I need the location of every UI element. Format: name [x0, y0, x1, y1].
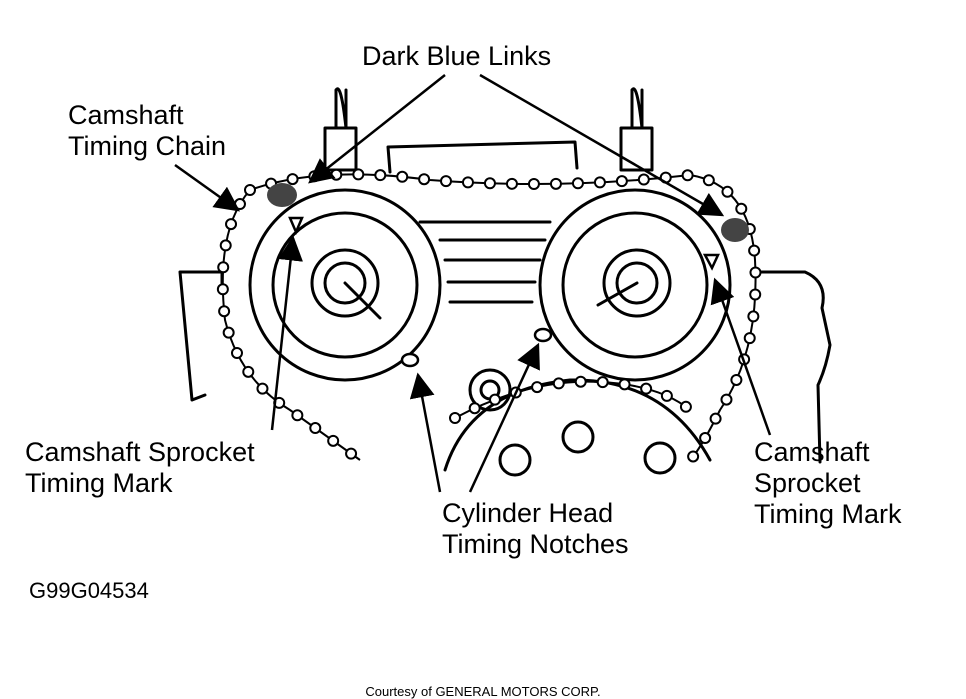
chain-link	[218, 305, 231, 318]
chain-link	[593, 176, 606, 189]
chain-link	[720, 393, 733, 406]
chain-link	[596, 376, 609, 389]
label-line: Camshaft	[68, 100, 184, 130]
label-line: Sprocket	[754, 468, 861, 498]
label-head-notches: Cylinder Head Timing Notches	[442, 498, 629, 560]
label-timing-chain: Camshaft Timing Chain	[68, 100, 226, 162]
chain-link	[681, 169, 694, 182]
chain-link	[440, 175, 453, 188]
chain-link	[505, 177, 518, 190]
chain-link	[225, 218, 238, 231]
chain-link	[352, 168, 365, 181]
chain-link	[552, 377, 565, 390]
chain-link	[217, 261, 230, 274]
chain-link	[327, 434, 340, 447]
chain-link	[222, 326, 235, 339]
label-line: Timing Chain	[68, 131, 227, 161]
chain-link	[660, 389, 673, 402]
chain-link	[699, 432, 712, 445]
chain-links	[216, 168, 762, 463]
label-line: Timing Notches	[442, 529, 629, 559]
label-line: Camshaft	[754, 437, 870, 467]
chain-link	[749, 288, 762, 301]
chain-link	[488, 393, 501, 406]
head-casting	[386, 140, 579, 174]
chain-link	[687, 450, 700, 463]
lower-chain-links	[449, 375, 692, 424]
idler-sprocket	[443, 368, 712, 477]
chain-link	[527, 177, 540, 190]
chain-link	[735, 202, 748, 215]
chain-link	[309, 422, 322, 435]
chain-link	[345, 447, 358, 460]
chain-link	[571, 177, 584, 190]
chain-link	[615, 175, 628, 188]
chain-link	[219, 239, 232, 252]
label-line: Timing Mark	[754, 499, 902, 529]
timing-marks	[288, 216, 720, 368]
chain-link	[730, 373, 743, 386]
chain-link	[618, 378, 631, 391]
chain-link	[749, 266, 762, 279]
label-sprocket-mark-left: Camshaft Sprocket Timing Mark	[25, 437, 255, 499]
chain-link	[256, 382, 269, 395]
chain-link	[286, 173, 299, 186]
label-dark-blue-links: Dark Blue Links	[362, 41, 551, 72]
chain-link	[216, 283, 229, 296]
chain-link	[640, 382, 653, 395]
dark-blue-links	[267, 183, 749, 242]
chain-link	[748, 244, 761, 257]
chain-link	[743, 332, 756, 345]
head-studs	[323, 87, 654, 172]
chain-link	[483, 177, 496, 190]
chain-link	[637, 173, 650, 186]
chain-link	[418, 173, 431, 186]
chain-link	[531, 381, 544, 394]
chain-link	[242, 365, 255, 378]
chain-link	[549, 177, 562, 190]
chain-link	[330, 168, 343, 181]
chain-link	[461, 176, 474, 189]
credit-line: Courtesy of GENERAL MOTORS CORP.	[365, 684, 601, 699]
chain-link	[374, 169, 387, 182]
chain-link	[721, 185, 734, 198]
chain-link	[244, 184, 256, 196]
figure-id: G99G04534	[29, 578, 149, 603]
center-ribs	[418, 220, 552, 304]
chain-link	[679, 400, 692, 413]
leader-lines	[174, 73, 772, 493]
chain-link	[709, 412, 722, 425]
label-line: Camshaft Sprocket	[25, 437, 255, 467]
left-camshaft-sprocket	[248, 188, 442, 382]
chain-link	[574, 375, 587, 388]
chain-link	[230, 346, 243, 359]
label-line: Timing Mark	[25, 468, 173, 498]
label-line: Cylinder Head	[442, 498, 614, 528]
right-camshaft-sprocket	[538, 188, 732, 382]
chain-link	[291, 409, 304, 422]
chain-link	[449, 412, 461, 424]
chain-link	[396, 170, 409, 183]
label-line: Dark Blue Links	[362, 41, 552, 71]
chain-link	[468, 402, 481, 415]
chain-link	[747, 310, 760, 323]
chain-link	[702, 174, 715, 187]
label-sprocket-mark-right: Camshaft Sprocket Timing Mark	[754, 437, 902, 530]
